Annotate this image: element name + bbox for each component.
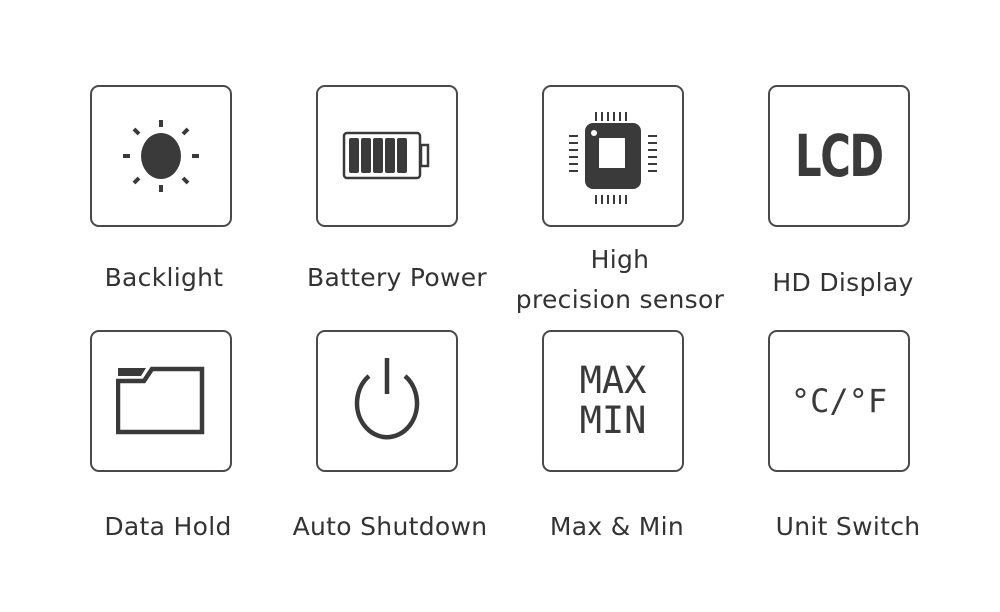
max-min-feature-box: MAX MIN [542, 330, 684, 472]
feature-label-unit-switch: Unit Switch [775, 512, 921, 541]
sun-icon [123, 120, 199, 192]
feature-label-line2: precision sensor [515, 285, 725, 314]
sensor-feature-box [542, 85, 684, 227]
hd-display-feature-box: LCD [768, 85, 910, 227]
lcd-icon: LCD [795, 122, 884, 190]
max-min-icon: MAX MIN [580, 361, 647, 441]
feature-label-auto-shutdown: Auto Shutdown [292, 512, 488, 541]
battery-icon [342, 131, 430, 180]
unit-switch-feature-box: °C/°F [768, 330, 910, 472]
feature-label-line1: High [590, 245, 650, 274]
folder-icon [116, 366, 205, 435]
feature-label-max-min: Max & Min [549, 512, 685, 541]
feature-label-data-hold: Data Hold [104, 512, 232, 541]
data-hold-feature-box [90, 330, 232, 472]
backlight-feature-box [90, 85, 232, 227]
feature-label-high-precision-sensor: High precision sensor [500, 240, 740, 320]
battery-feature-box [316, 85, 458, 227]
min-text: MIN [579, 399, 647, 442]
feature-label-hd-display: HD Display [772, 268, 914, 297]
auto-shutdown-feature-box [316, 330, 458, 472]
chip-icon [569, 112, 657, 204]
power-icon [354, 358, 420, 440]
max-text: MAX [579, 359, 647, 402]
unit-switch-icon: °C/°F [790, 382, 888, 420]
feature-label-battery-power: Battery Power [307, 263, 487, 292]
feature-label-backlight: Backlight [104, 263, 224, 292]
